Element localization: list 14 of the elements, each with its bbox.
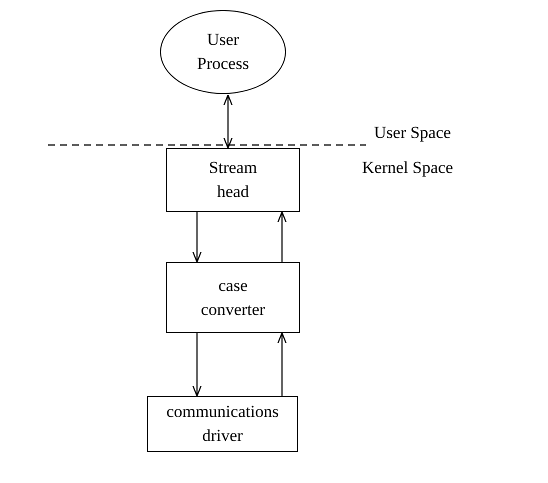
- region-label: Kernel Space: [362, 157, 454, 179]
- process-box: [166, 148, 300, 212]
- process-box: [166, 262, 300, 333]
- arrow: [192, 333, 202, 397]
- process-box: [147, 396, 298, 452]
- region-label: User Space: [374, 122, 451, 144]
- arrow: [223, 94, 233, 149]
- node-label: Stream head: [208, 157, 258, 203]
- node-label: communications driver: [165, 401, 280, 447]
- arrow: [277, 332, 287, 396]
- arrow: [192, 212, 202, 263]
- arrow: [277, 211, 287, 262]
- node-label: case converter: [200, 274, 266, 320]
- node-label: User Process: [196, 29, 250, 75]
